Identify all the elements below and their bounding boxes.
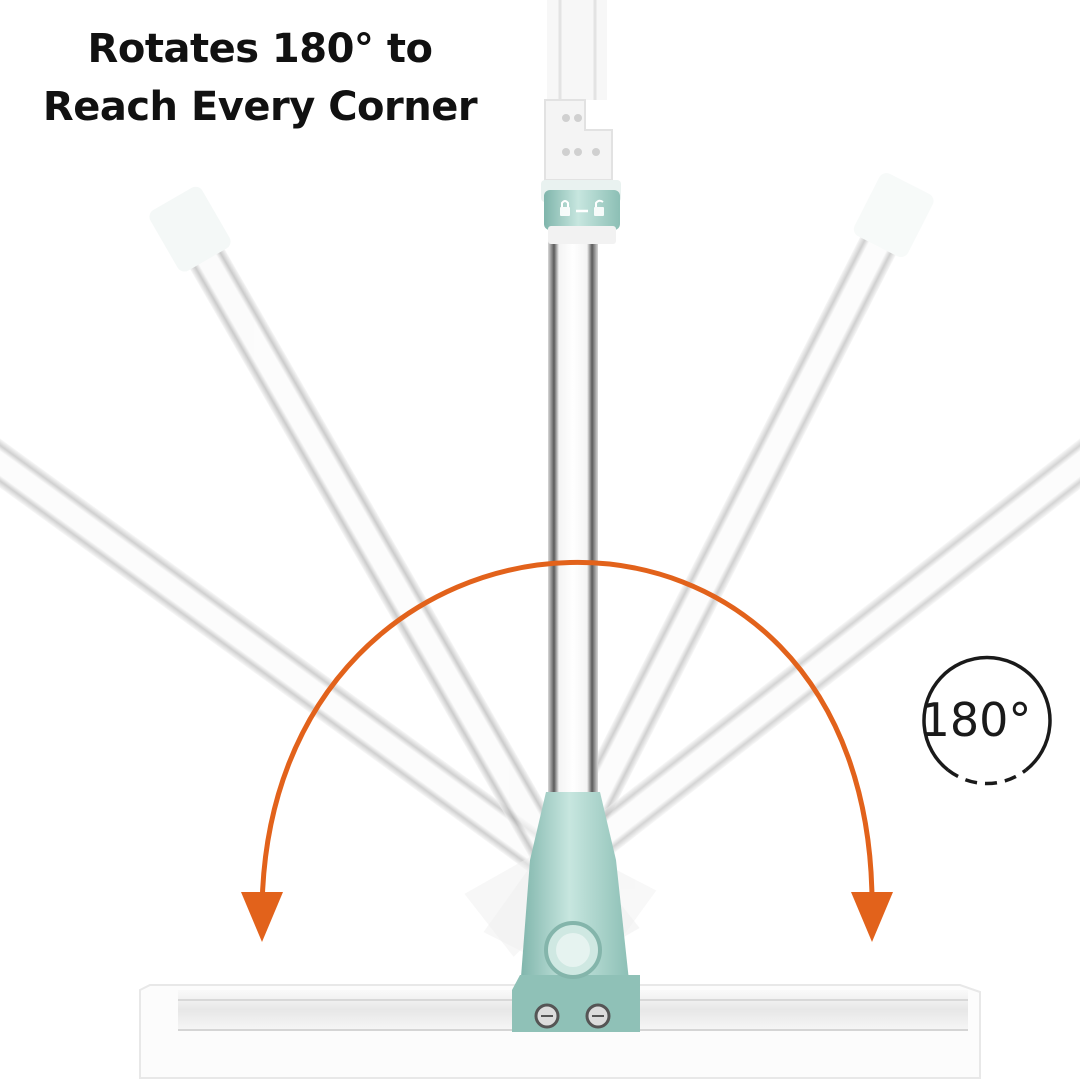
rotation-degree-label: 180° <box>921 693 1032 747</box>
rotation-degree-icon: 180° <box>921 655 1052 786</box>
headline: Rotates 180° to Reach Every Corner <box>0 20 520 136</box>
pivot-joint <box>512 792 640 1032</box>
unlock-icon <box>594 199 604 216</box>
screw-icon <box>534 1003 560 1029</box>
screw-icon <box>585 1003 611 1029</box>
rotation-arc-arrow <box>241 560 893 942</box>
lock-collar <box>541 180 621 244</box>
arrow-left-head-icon <box>241 892 283 942</box>
headline-line-2: Reach Every Corner <box>42 84 478 130</box>
lock-icon <box>560 200 570 216</box>
headline-line-1: Rotates 180° to <box>87 26 433 72</box>
main-pole <box>544 0 613 796</box>
arrow-right-head-icon <box>851 892 893 942</box>
